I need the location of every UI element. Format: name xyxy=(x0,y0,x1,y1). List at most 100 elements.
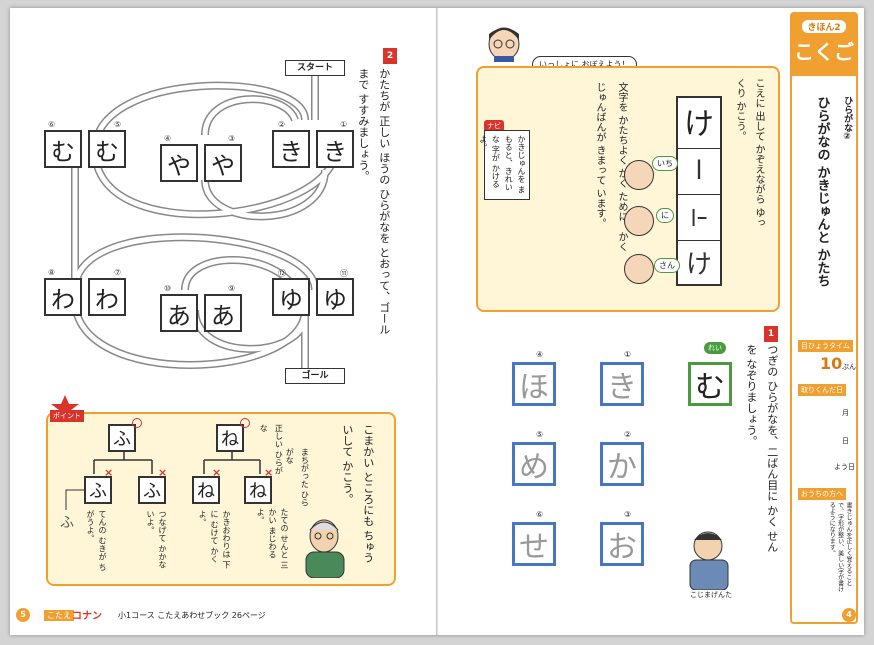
stroke-intro: こえに 出して かぞえながら ゆっくり かこう。 xyxy=(734,78,764,228)
date-label: 取りくんだ日 xyxy=(798,384,846,396)
lesson-number: きほん2 xyxy=(802,20,846,33)
maze-num-2: ② xyxy=(278,120,286,129)
stroke-body-text: 文字を かたちよく かく ために、かく じゅんばんが きまって います。 xyxy=(594,82,627,252)
maze-num-12: ⑫ xyxy=(278,269,286,278)
wrong-label: まちがった ひらがな xyxy=(285,448,310,507)
wrong-x-icon: × xyxy=(212,466,222,479)
fu-note-2: つなげて かかないよ。 xyxy=(146,510,167,569)
question-2-badge: 2 xyxy=(383,48,397,64)
stroke-grid xyxy=(676,96,722,286)
wrong-x-icon: × xyxy=(158,466,168,479)
ne-note-2: たての せんと 三かい まじわるよ。 xyxy=(256,508,289,570)
ran-face-icon xyxy=(624,160,654,190)
maze-num-9: ⑨ xyxy=(228,284,236,293)
fu-note-1: てんの むきが ちがうよ。 xyxy=(86,510,107,572)
maze-choice-10[interactable]: あ xyxy=(160,294,198,332)
question-1-badge: 1 xyxy=(764,326,778,342)
ne-wrong-2: ね xyxy=(244,476,272,504)
lesson-title-small: ひらがな② xyxy=(842,96,853,142)
example-badge: れい xyxy=(704,342,726,354)
q1-num-6: ⑥ xyxy=(536,510,544,519)
fu-wrong-2: ふ xyxy=(138,476,166,504)
maze-choice-4[interactable]: や xyxy=(160,144,198,182)
page-spine xyxy=(436,8,438,635)
ne-tree-lines xyxy=(203,448,261,474)
wrong-x-icon: × xyxy=(264,466,274,479)
q1-num-4: ④ xyxy=(536,350,544,359)
target-time-unit: ぷん xyxy=(842,363,856,371)
footer-text: 小1コース こたえあわせブック 26ページ xyxy=(118,611,266,620)
genta-face-icon xyxy=(624,254,654,284)
stroke-step-2: lｰ xyxy=(678,194,720,238)
footer-answer-label: こたえ xyxy=(44,610,74,621)
q1-num-2: ② xyxy=(624,430,632,439)
point-badge: ポイント xyxy=(50,410,84,422)
maze-num-4: ④ xyxy=(164,134,172,143)
maze-num-11: ⑪ xyxy=(340,269,348,278)
wrong-x-icon: × xyxy=(104,466,114,479)
correct-label: 正しい ひらがな xyxy=(259,424,284,475)
ayumi-face-icon xyxy=(624,206,654,236)
date-weekday[interactable]: よう日 xyxy=(834,463,855,471)
maze-num-7: ⑦ xyxy=(114,268,122,277)
stroke-step-3: け xyxy=(678,240,720,284)
q1-num-1: ① xyxy=(624,350,632,359)
target-time-value: 10 xyxy=(820,354,843,373)
ne-wrong-1: ね xyxy=(192,476,220,504)
stroke-label-1: いち xyxy=(652,156,678,171)
question-1-instruction: つぎの ひらがなを、二ばん目に かく せんを なぞりましょう。 xyxy=(744,344,779,553)
question-2-instruction: かたちが 正しい ほうの ひらがなを とおって、ゴールまで すすみましょう。 xyxy=(356,68,391,335)
point-intro: こまかい ところにも ちゅういして かこう。 xyxy=(340,424,375,563)
q1-num-3: ③ xyxy=(624,510,632,519)
maze-choice-12[interactable]: ゆ xyxy=(272,278,310,316)
q1-trace-char-3[interactable]: お xyxy=(600,522,644,566)
date-day[interactable]: 日 xyxy=(842,437,849,445)
maze-choice-7[interactable]: わ xyxy=(88,278,126,316)
maze-num-8: ⑧ xyxy=(48,268,56,277)
maze-start-label: スタート xyxy=(285,60,345,76)
character-name: こじまげんた xyxy=(690,591,732,599)
maze-choice-5[interactable]: む xyxy=(88,130,126,168)
fu-wrong-1: ふ xyxy=(84,476,112,504)
q1-trace-char-6[interactable]: せ xyxy=(512,522,556,566)
maze-choice-1[interactable]: き xyxy=(316,130,354,168)
maze-num-10: ⑩ xyxy=(164,284,172,293)
ne-correct: ね xyxy=(216,424,244,452)
target-time-label: 目ひょうタイム xyxy=(798,340,853,352)
q1-trace-char-5[interactable]: め xyxy=(512,442,556,486)
stroke-label-2: に xyxy=(656,208,674,223)
footer-brand-logo: コナン xyxy=(72,611,102,622)
maze-choice-8[interactable]: わ xyxy=(44,278,82,316)
maze-paths xyxy=(71,72,339,370)
lesson-sidebar xyxy=(790,12,858,624)
stroke-label-3: さん xyxy=(654,258,680,273)
stroke-full-char: け xyxy=(684,107,714,142)
example-char: む xyxy=(688,362,732,406)
conan-illustration xyxy=(484,22,524,62)
fu-correct: ふ xyxy=(108,424,136,452)
maze-choice-9[interactable]: あ xyxy=(204,294,242,332)
maze-choice-3[interactable]: や xyxy=(204,144,242,182)
q1-trace-char-4[interactable]: ほ xyxy=(512,362,556,406)
maze-num-3: ③ xyxy=(228,134,236,143)
fu-zoom-icon: ふ xyxy=(60,515,74,531)
professor-illustration xyxy=(300,514,350,579)
q1-trace-char-2[interactable]: か xyxy=(600,442,644,486)
left-page-number: 5 xyxy=(16,608,30,622)
date-month[interactable]: 月 xyxy=(842,409,849,417)
right-page-number: 4 xyxy=(842,608,856,622)
ne-note-1: かきおわりは 下に むけて かくよ。 xyxy=(198,510,231,569)
parent-note: 書きじゅんを正しく覚えることで、字形が整い、美しい字が書けるようになります。 xyxy=(828,502,852,592)
maze-choice-2[interactable]: き xyxy=(272,130,310,168)
lesson-title: ひらがなの かきじゅんと かたち xyxy=(814,96,830,288)
navi-badge: ナビ xyxy=(484,120,504,132)
navi-note: かきじゅんを まもると、きれいな 字が かけるよ。 xyxy=(479,130,530,200)
maze-num-5: ⑤ xyxy=(114,120,122,129)
q1-num-5: ⑤ xyxy=(536,430,544,439)
maze-choice-6[interactable]: む xyxy=(44,130,82,168)
maze-num-6: ⑥ xyxy=(48,120,56,129)
q1-trace-char-1[interactable]: き xyxy=(600,362,644,406)
stroke-step-1: l xyxy=(678,148,720,192)
maze-choice-11[interactable]: ゆ xyxy=(316,278,354,316)
maze-num-1: ① xyxy=(340,120,348,129)
